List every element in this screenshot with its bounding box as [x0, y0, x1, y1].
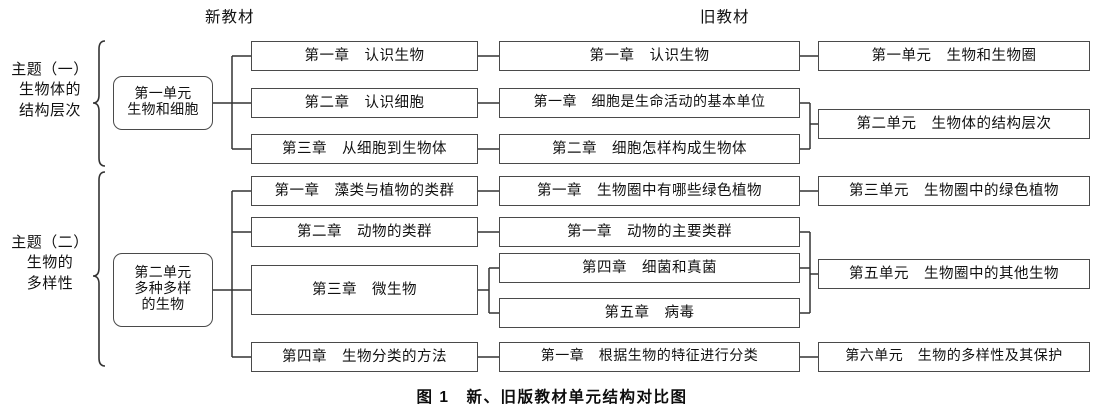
old-unit-box-5[interactable]: 第五单元 生物圈中的其他生物	[818, 259, 1090, 289]
new-unit-1-line2: 生物和细胞	[127, 103, 199, 118]
new-chapter-box-2[interactable]: 第二章 认识细胞	[251, 88, 478, 118]
theme-2-line1: 主题（二）	[11, 235, 89, 251]
old-chapter-box-4[interactable]: 第一章 生物圈中有哪些绿色植物	[499, 176, 800, 206]
old-chapter-box-5[interactable]: 第一章 动物的主要类群	[499, 217, 800, 247]
old-unit-box-6[interactable]: 第六单元 生物的多样性及其保护	[818, 342, 1090, 372]
theme-label-2: 主题（二） 生物的 多样性	[4, 233, 96, 294]
theme-1-line3: 结构层次	[18, 102, 81, 119]
old-chapter-box-8[interactable]: 第一章 根据生物的特征进行分类	[499, 342, 800, 372]
figure-caption: 图 1 新、旧版教材单元结构对比图	[416, 389, 688, 406]
old-unit-box-1[interactable]: 第一单元 生物和生物圈	[818, 41, 1090, 71]
new-unit-1-line1: 第一单元	[134, 86, 192, 102]
old-chapter-box-7[interactable]: 第五章 病毒	[499, 298, 800, 328]
theme-2-line3: 多样性	[26, 275, 74, 292]
theme-2-line2: 生物的	[26, 255, 74, 272]
new-chapter-box-3[interactable]: 第三章 从细胞到生物体	[251, 134, 478, 164]
header-old-textbook: 旧教材	[700, 9, 750, 26]
old-chapter-box-3[interactable]: 第二章 细胞怎样构成生物体	[499, 134, 800, 164]
new-chapter-box-7[interactable]: 第四章 生物分类的方法	[251, 342, 478, 372]
old-chapter-box-2[interactable]: 第一章 细胞是生命活动的基本单位	[499, 88, 800, 118]
theme-1-line1: 主题（一）	[11, 62, 89, 78]
new-chapter-box-4[interactable]: 第一章 藻类与植物的类群	[251, 176, 478, 206]
new-unit-box-2[interactable]: 第二单元 多种多样 的生物	[113, 253, 213, 327]
theme-label-1: 主题（一） 生物体的 结构层次	[4, 60, 96, 121]
new-chapter-box-6[interactable]: 第三章 微生物	[251, 265, 478, 315]
new-unit-2-line1: 第二单元	[134, 265, 192, 281]
old-chapter-box-6[interactable]: 第四章 细菌和真菌	[499, 253, 800, 283]
header-new-textbook: 新教材	[205, 9, 255, 26]
old-unit-box-2[interactable]: 第二单元 生物体的结构层次	[818, 109, 1090, 139]
new-chapter-box-5[interactable]: 第二章 动物的类群	[251, 217, 478, 247]
theme-1-line2: 生物体的	[18, 82, 81, 99]
new-unit-2-line2: 多种多样	[134, 281, 192, 297]
old-chapter-box-1[interactable]: 第一章 认识生物	[499, 41, 800, 71]
new-chapter-box-1[interactable]: 第一章 认识生物	[251, 41, 478, 71]
new-unit-2-line3: 的生物	[141, 298, 185, 314]
new-unit-box-1[interactable]: 第一单元 生物和细胞	[113, 76, 213, 130]
old-unit-box-3[interactable]: 第三单元 生物圈中的绿色植物	[818, 176, 1090, 206]
